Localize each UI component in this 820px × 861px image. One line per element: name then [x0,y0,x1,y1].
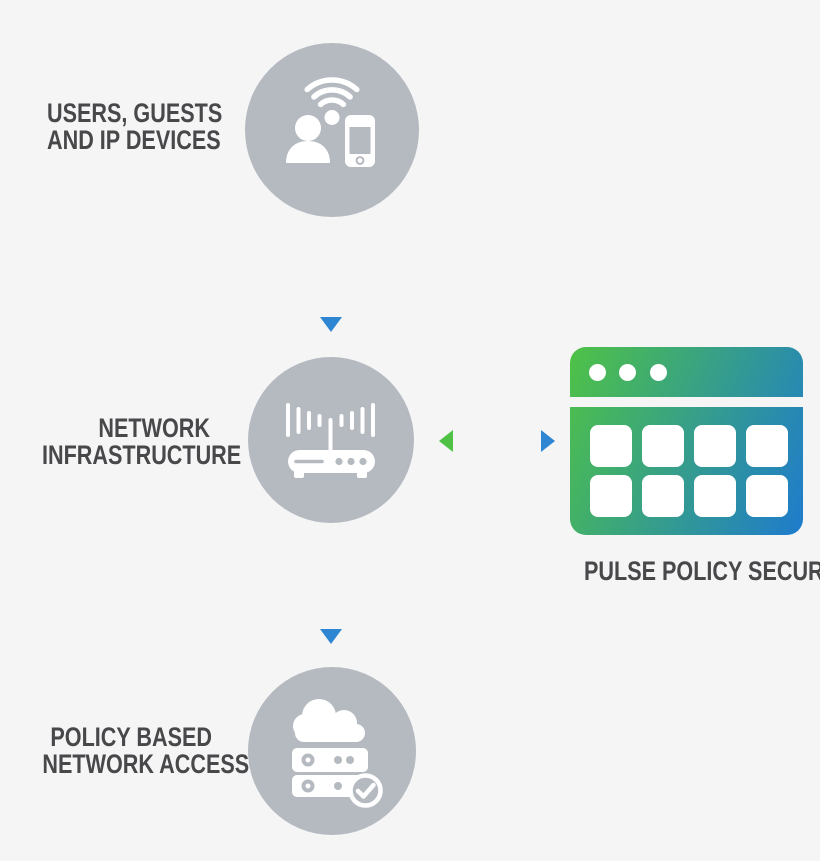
wireless-router-icon [286,403,375,478]
grid-cell [642,475,684,517]
arrow-network-appliance-bidirectional [439,430,555,452]
window-dot-icon [619,364,636,381]
wifi-signal-icon [304,77,360,125]
users-node-label: USERS, GUESTS AND IP DEVICES [47,98,223,155]
smartphone-icon [345,115,375,167]
window-dot-icon [589,364,606,381]
window-divider [570,397,803,407]
users-label-line2: AND IP DEVICES [47,125,221,155]
grid-cell [746,475,788,517]
appliance-label: PULSE POLICY SECURE [584,556,820,586]
cloud-server-check-icon [292,699,383,808]
grid-cell [642,425,684,467]
window-dot-icon [650,364,667,381]
checkmark-badge-icon [348,773,383,808]
policy-label-line1: POLICY BASED [50,722,213,752]
arrowhead-down-icon [320,629,342,644]
cloud-icon [293,699,365,742]
arrow-users-to-network [320,240,342,332]
grid-cell [590,475,632,517]
pulse-policy-secure-appliance [570,347,803,535]
network-label-line2: INFRASTRUCTURE [42,440,242,470]
server-rack-icon [292,748,368,797]
arrow-network-to-policy [320,552,342,644]
grid-cell [694,425,736,467]
grid-cell [590,425,632,467]
users-node-circle [245,43,419,217]
grid-cell [746,425,788,467]
users-label-line1: USERS, GUESTS [47,98,223,128]
policy-node-label: POLICY BASED NETWORK ACCESS [42,722,250,779]
grid-cell [694,475,736,517]
router-body-icon [288,450,375,478]
policy-label-line2: NETWORK ACCESS [42,749,250,779]
appliance-label-text: PULSE POLICY SECURE [584,556,820,586]
network-node-label: NETWORK INFRASTRUCTURE [42,413,242,470]
arrowhead-left-icon [439,430,453,452]
user-wifi-phone-icon [286,77,375,167]
signal-bars-icon [286,403,375,455]
arrowhead-right-icon [541,430,555,452]
network-label-line1: NETWORK [98,413,210,443]
user-icon [286,115,330,163]
arrowhead-down-icon [320,317,342,332]
policy-grid [590,425,788,517]
